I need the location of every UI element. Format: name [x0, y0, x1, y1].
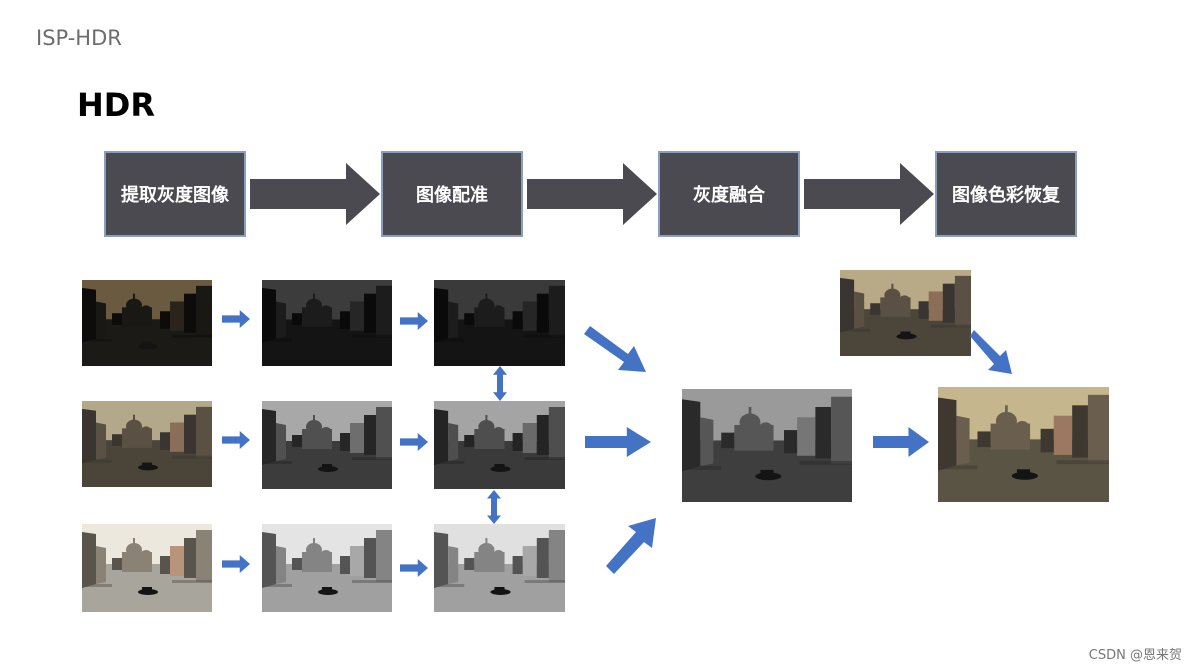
gray-image-mid [262, 401, 392, 489]
step-arrow-2 [527, 163, 657, 225]
step-box-extract-gray: 提取灰度图像 [104, 151, 246, 237]
step-label: 图像色彩恢复 [952, 181, 1060, 207]
registered-image-dark [434, 280, 565, 366]
arrow-right-icon [585, 427, 651, 457]
double-arrow-icon [493, 366, 507, 401]
arrow-right-icon [873, 427, 929, 457]
step-label: 提取灰度图像 [121, 181, 229, 207]
underexposed-image [82, 280, 212, 366]
step-arrow-1 [250, 163, 380, 225]
final-hdr-image [938, 387, 1109, 502]
arrow-right-icon [400, 433, 428, 451]
watermark: CSDN @恩来贺 [1089, 644, 1182, 663]
step-box-color-restore: 图像色彩恢复 [935, 151, 1077, 237]
arrow-right-icon [222, 431, 250, 449]
arrow-right-icon [400, 559, 428, 577]
arrow-right-icon [222, 310, 250, 328]
fused-gray-image [682, 389, 852, 502]
step-label: 图像配准 [416, 181, 488, 207]
arrow-right-icon [400, 312, 428, 330]
double-arrow-icon [487, 490, 501, 524]
arrow-diagonal-down-icon [970, 330, 1014, 376]
arrow-diagonal-down-icon [584, 326, 648, 374]
normal-exposure-image [82, 401, 212, 487]
step-box-registration: 图像配准 [381, 151, 523, 237]
gray-image-dark [262, 280, 392, 366]
arrow-right-icon [222, 555, 250, 573]
slide-title: HDR [77, 86, 155, 124]
registered-image-bright [434, 524, 565, 612]
color-reference-image [840, 270, 971, 356]
overexposed-image [82, 524, 212, 612]
gray-image-bright [262, 524, 392, 612]
step-label: 灰度融合 [693, 181, 765, 207]
header-title: ISP-HDR [36, 26, 122, 50]
arrow-diagonal-up-icon [606, 518, 658, 576]
registered-image-mid [434, 401, 565, 489]
step-arrow-3 [804, 163, 934, 225]
step-box-gray-fusion: 灰度融合 [658, 151, 800, 237]
